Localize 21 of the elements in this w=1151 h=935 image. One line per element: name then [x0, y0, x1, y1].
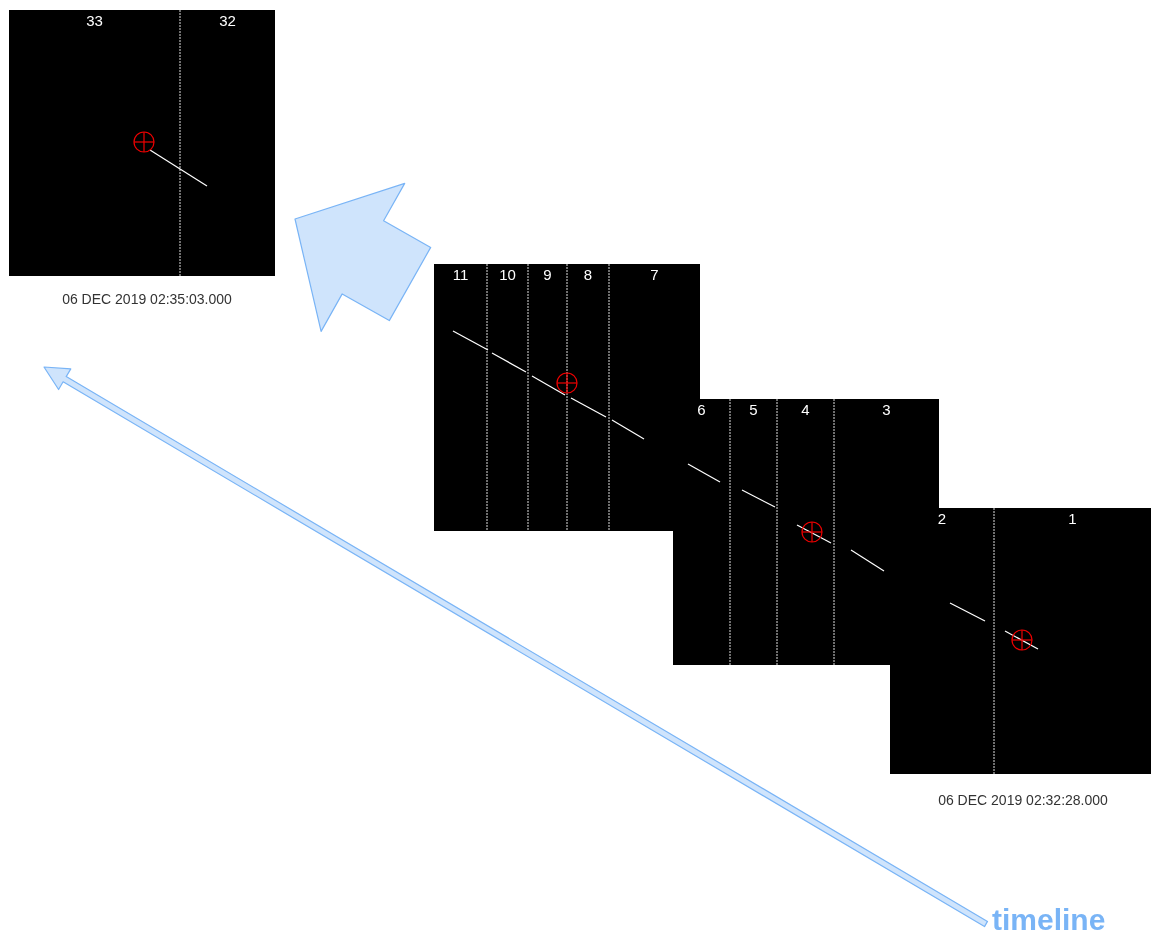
column-number: 4 — [800, 401, 811, 419]
column-number: 9 — [542, 266, 553, 284]
column-number: 8 — [582, 266, 594, 284]
image-frame — [890, 508, 1151, 774]
column-number: 7 — [649, 266, 660, 284]
timestamp: 06 DEC 2019 02:32:28.000 — [938, 792, 1108, 808]
column-number: 2 — [936, 510, 948, 528]
column-number: 3 — [881, 401, 892, 419]
timeline-label: timeline — [992, 904, 1106, 935]
image-frame — [434, 264, 700, 531]
column-number: 10 — [498, 266, 517, 284]
arrow — [43, 366, 989, 928]
column-number: 6 — [696, 401, 707, 419]
timestamp: 06 DEC 2019 02:35:03.000 — [62, 291, 232, 307]
column-number: 5 — [748, 401, 759, 419]
image-frame — [9, 10, 275, 276]
column-number: 1 — [1067, 510, 1078, 528]
column-number: 32 — [218, 12, 237, 30]
column-number: 33 — [85, 12, 104, 30]
column-number: 11 — [451, 266, 470, 284]
arrow — [294, 182, 432, 332]
